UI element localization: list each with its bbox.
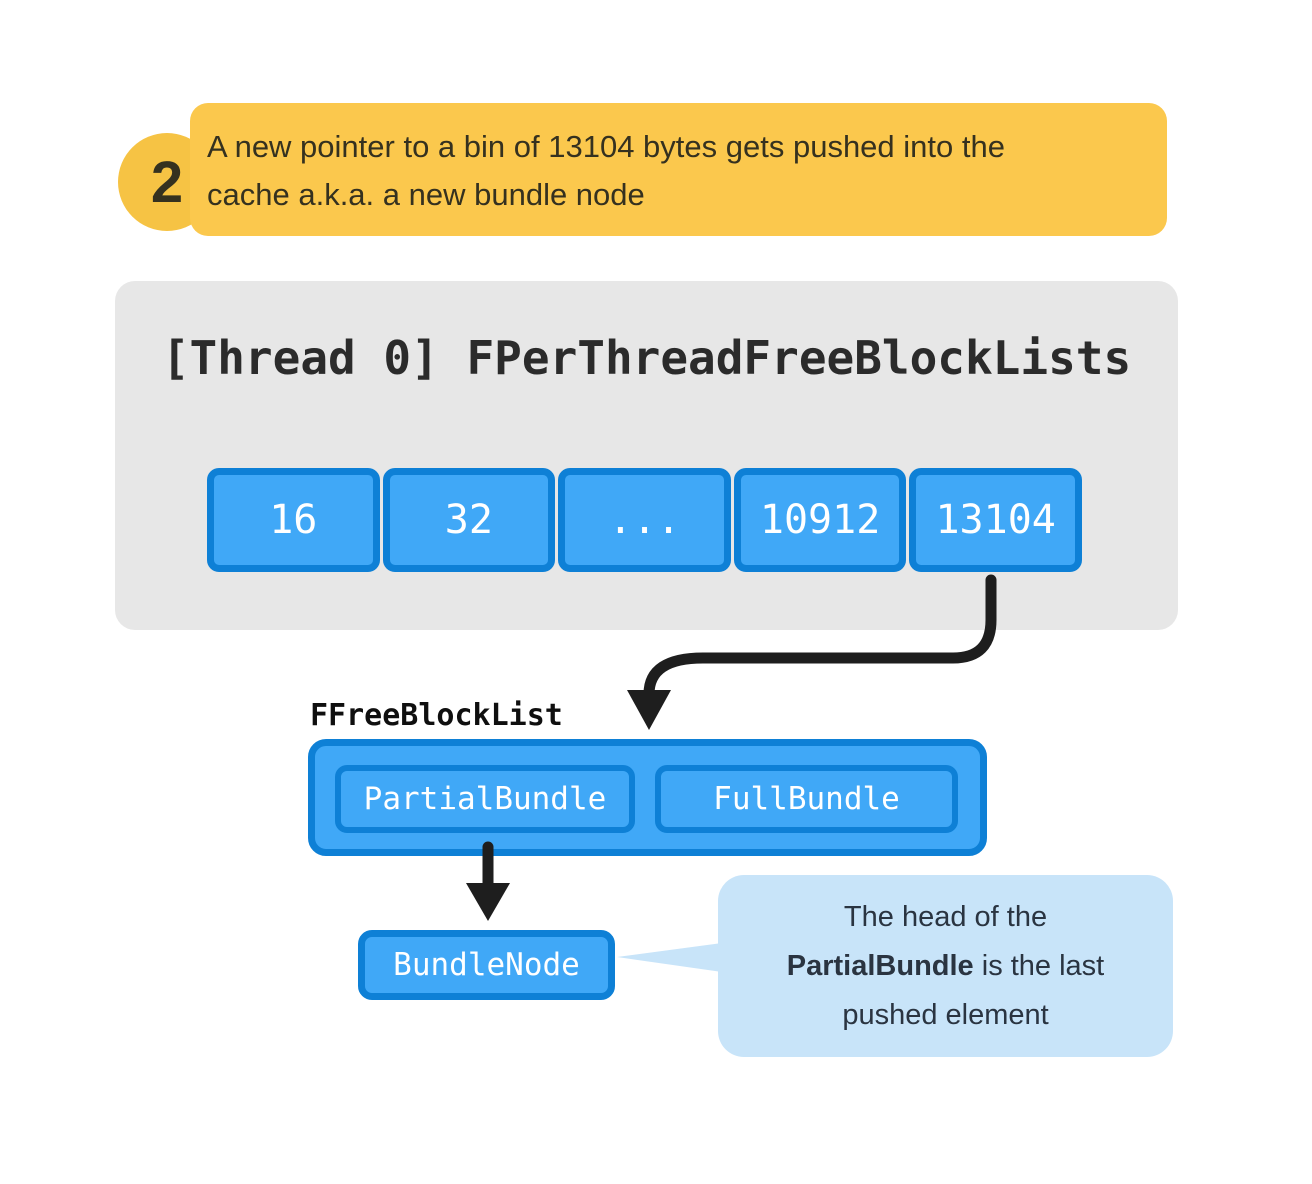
free-block-list-label: FFreeBlockList — [310, 698, 563, 733]
bin-cell-ellipsis: ... — [558, 468, 731, 572]
step-text-line-2: cache a.k.a. a new bundle node — [207, 177, 645, 212]
callout-tail — [617, 943, 722, 972]
down-arrow-icon — [466, 841, 510, 921]
step-callout: A new pointer to a bin of 13104 bytes ge… — [190, 103, 1167, 236]
note-callout: The head of the PartialBundle is the las… — [718, 875, 1173, 1057]
note-line-2: PartialBundle is the last — [718, 942, 1173, 991]
bin-cell-13104: 13104 — [909, 468, 1082, 572]
bin-cell-32: 32 — [382, 468, 556, 572]
thread-free-block-lists-panel: [Thread 0] FPerThreadFreeBlockLists 16 3… — [115, 281, 1178, 630]
note-line-2-rest: is the last — [973, 950, 1105, 982]
full-bundle-box: FullBundle — [655, 765, 958, 833]
free-block-list-box: PartialBundle FullBundle — [308, 739, 987, 856]
bins-row: 16 32 ... 10912 13104 — [207, 468, 1082, 572]
thread-title: [Thread 0] FPerThreadFreeBlockLists — [161, 331, 1132, 385]
partial-bundle-box: PartialBundle — [335, 765, 635, 833]
bundle-node-box: BundleNode — [358, 930, 615, 1000]
bin-cell-10912: 10912 — [733, 468, 907, 572]
note-line-3: pushed element — [842, 999, 1049, 1031]
step-number: 2 — [150, 149, 184, 215]
step-text-line-1: A new pointer to a bin of 13104 bytes ge… — [207, 129, 1005, 164]
bin-cell-16: 16 — [207, 468, 380, 572]
note-line-1: The head of the — [843, 901, 1048, 933]
note-line-2-bold: PartialBundle — [786, 950, 974, 982]
